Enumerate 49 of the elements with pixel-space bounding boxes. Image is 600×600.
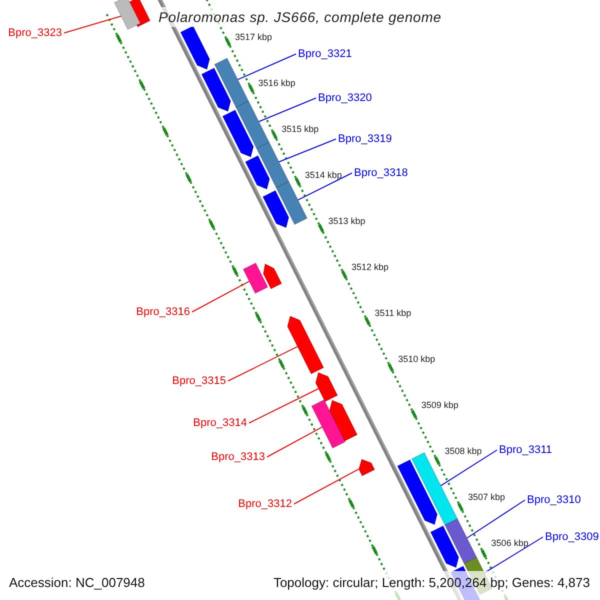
gene-label: Bpro_3318: [354, 166, 408, 180]
gene-feature: [242, 262, 268, 294]
leader-line: [248, 388, 320, 424]
gene-feature: [214, 58, 249, 108]
gene-label: Bpro_3310: [527, 493, 581, 507]
tick-label: 3509 kbp: [421, 399, 458, 411]
gene-label: Bpro_3315: [172, 374, 226, 388]
gene-feature: [358, 458, 376, 476]
gene-label: Bpro_3316: [136, 305, 190, 319]
leader-line: [258, 98, 316, 122]
gene-label: Bpro_3321: [298, 47, 352, 61]
leader-line: [294, 468, 360, 504]
tick-label: 3510 kbp: [398, 353, 436, 365]
gene-feature: [276, 181, 308, 225]
gene-feature: [315, 372, 338, 402]
leader-line: [466, 500, 526, 538]
genome-stats-text: Topology: circular; Length: 5,200,264 bp; Genes: 4,873: [273, 575, 590, 591]
leader-line: [278, 138, 336, 162]
tick-label: 3517 kbp: [235, 31, 272, 43]
tick-label: 3516 kbp: [258, 77, 296, 89]
tick-label: 3508 kbp: [444, 445, 482, 457]
gene-label: Bpro_3312: [238, 497, 292, 511]
accession-text: Accession: NC_007948: [9, 575, 145, 591]
leader-line: [297, 172, 352, 200]
leader-line: [266, 426, 323, 458]
gene-feature: [256, 142, 290, 188]
tick-label: 3512 kbp: [352, 261, 389, 273]
gene-feature: [114, 0, 141, 30]
gene-feature: [444, 518, 478, 564]
gene-feature: [287, 316, 324, 374]
tick-label: 3511 kbp: [374, 307, 412, 319]
tick-label: 3507 kbp: [468, 491, 506, 503]
tick-label: 3506 kbp: [491, 537, 528, 549]
gene-label: Bpro_3320: [318, 91, 372, 105]
leader-line: [237, 54, 296, 80]
gene-feature: [236, 100, 270, 149]
gene-label: Bpro_3313: [211, 450, 265, 464]
leader-line: [228, 346, 298, 382]
tick-label: 3514 kbp: [304, 169, 342, 181]
gene-label: Bpro_3319: [338, 132, 392, 146]
gene-label: Bpro_3323: [8, 26, 62, 40]
gene-feature: [311, 399, 346, 449]
leader-line: [440, 450, 498, 486]
gene-label: Bpro_3309: [545, 530, 599, 544]
tick-label: 3515 kbp: [282, 123, 319, 135]
gene-label: Bpro_3311: [499, 443, 552, 457]
gene-label: Bpro_3314: [193, 416, 247, 430]
leader-line: [64, 16, 122, 34]
tick-label: 3513 kbp: [328, 215, 366, 227]
